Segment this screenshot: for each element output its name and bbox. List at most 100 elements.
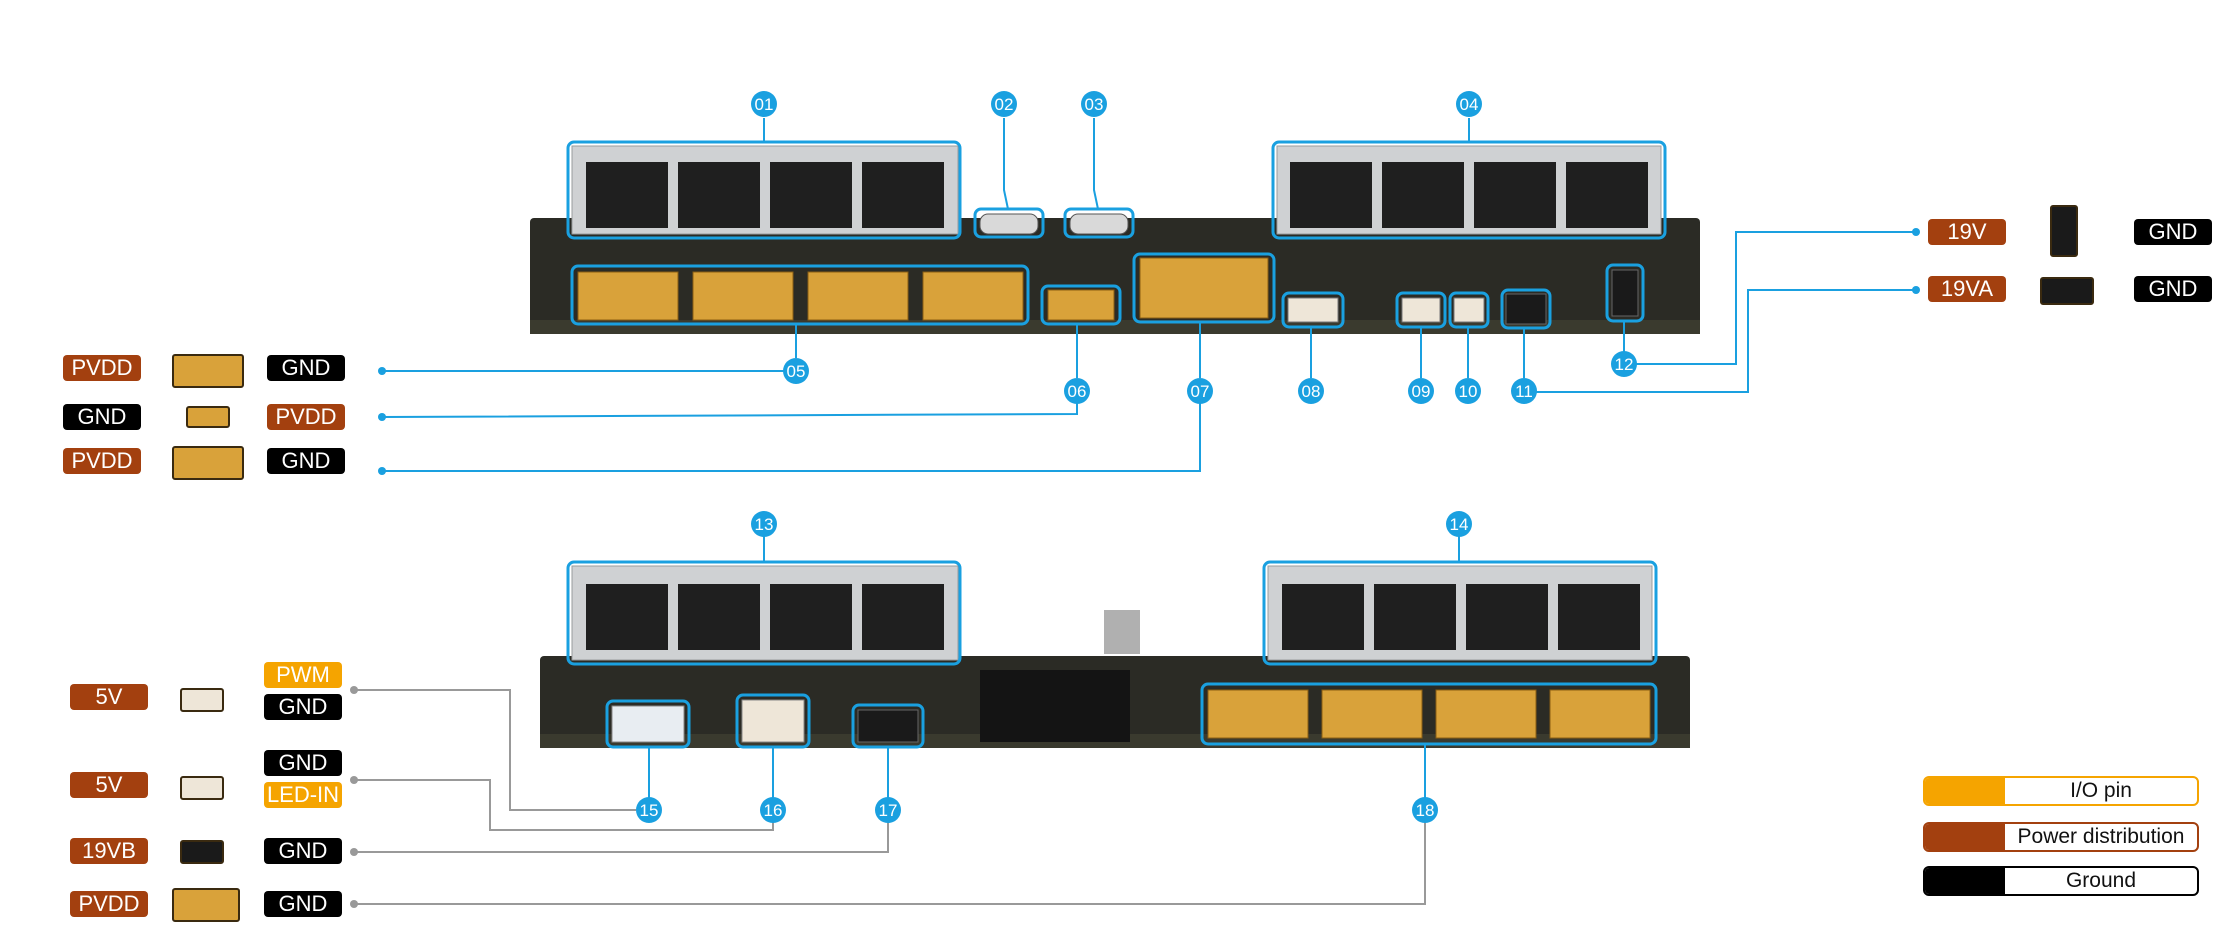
leader-18-row: [354, 822, 1426, 905]
pin-16-bottom: LED-IN: [264, 782, 342, 808]
leader-12-row: [1636, 231, 1916, 365]
conn-symbol-11: [2040, 277, 2094, 305]
pin-18-right: GND: [264, 891, 342, 917]
hl-07: [1132, 252, 1276, 324]
xt60-18-b: [1321, 689, 1423, 739]
callout-label: 09: [1412, 382, 1431, 401]
callout-circle: [991, 91, 1017, 117]
leader-03: [1093, 118, 1099, 210]
legend-power-text: Power distribution: [2017, 825, 2185, 848]
dot-06: [378, 413, 386, 421]
xt60-18-a: [1207, 689, 1309, 739]
callout-circle: [1455, 378, 1481, 404]
top-rj45-port-4: [862, 162, 944, 228]
callout-circle: [1298, 378, 1324, 404]
legend-io-swatch: [1925, 778, 2005, 804]
leader-06-row: [381, 402, 1078, 418]
callout-01: 01: [751, 91, 777, 117]
callout-circle: [636, 797, 662, 823]
pin-06-right: PVDD: [267, 404, 345, 430]
callout-12: 12: [1611, 351, 1637, 377]
callout-label: 01: [755, 95, 774, 114]
conn-symbol-12: [2050, 205, 2078, 257]
dot-05: [378, 367, 386, 375]
leader-15-row: [354, 689, 636, 811]
callout-label: 12: [1615, 355, 1634, 374]
conn-17: [857, 709, 919, 743]
dot-18: [350, 900, 358, 908]
callout-02: 02: [991, 91, 1017, 117]
bottom-rj45-port-4: [862, 584, 944, 650]
xt60-symbol-05: [172, 354, 244, 388]
jst-15: [611, 705, 685, 743]
pin-05-left: PVDD: [63, 355, 141, 381]
legend-power-swatch: [1925, 824, 2005, 850]
hl-03: [1063, 207, 1135, 239]
pin-06-left: GND: [63, 404, 141, 430]
hl-02: [973, 207, 1045, 239]
callout-circle: [783, 358, 809, 384]
leader-17-row: [354, 822, 889, 853]
dot-12: [1912, 228, 1920, 236]
leader-lines-blue: [381, 118, 1916, 798]
callout-label: 03: [1085, 95, 1104, 114]
xt30-symbol-06: [186, 406, 230, 428]
bottom-rj45-port-1: [586, 584, 668, 650]
callout-circle: [1511, 378, 1537, 404]
callout-10: 10: [1455, 378, 1481, 404]
pin-15-bottom: GND: [264, 694, 342, 720]
callout-18: 18: [1412, 797, 1438, 823]
bottom-rj45-port-2: [678, 584, 760, 650]
pin-18-left: PVDD: [70, 891, 148, 917]
callout-13: 13: [751, 511, 777, 537]
callout-circle: [751, 511, 777, 537]
top-rj45-port-6: [1382, 162, 1464, 228]
pin-12-left: 19V: [1928, 219, 2006, 245]
legend-ground-text: Ground: [2065, 869, 2137, 892]
dot-17: [350, 848, 358, 856]
legend-io-text: I/O pin: [2070, 779, 2132, 802]
heatsink-block: [980, 670, 1130, 742]
dot-16: [350, 776, 358, 784]
callout-label: 14: [1450, 515, 1469, 534]
legend-power: Power distribution: [1923, 822, 2199, 852]
pin-15-left: 5V: [70, 684, 148, 710]
callout-circle: [760, 797, 786, 823]
dot-11: [1912, 286, 1920, 294]
callout-circle: [1446, 511, 1472, 537]
callout-16: 16: [760, 797, 786, 823]
jst-09: [1401, 297, 1441, 323]
pin-07-left: PVDD: [63, 448, 141, 474]
callout-label: 17: [879, 801, 898, 820]
xt60-05-a: [577, 271, 679, 321]
callout-label: 18: [1416, 801, 1435, 820]
leader-lines-gray: [354, 689, 1426, 905]
callout-07: 07: [1187, 378, 1213, 404]
xt60-05-b: [692, 271, 794, 321]
xt30-06: [1047, 289, 1115, 321]
callout-11: 11: [1511, 378, 1537, 404]
dot-15: [350, 686, 358, 694]
top-rj45-port-3: [770, 162, 852, 228]
callout-label: 13: [755, 515, 774, 534]
callout-circle: [875, 797, 901, 823]
jst-symbol-15: [180, 688, 224, 712]
callout-17: 17: [875, 797, 901, 823]
jst-10: [1453, 297, 1485, 323]
xt60-symbol-07: [172, 446, 244, 480]
xt60-18-c: [1435, 689, 1537, 739]
hl-06: [1040, 284, 1122, 326]
legend-ground: Ground: [1923, 866, 2199, 896]
callout-label: 08: [1302, 382, 1321, 401]
leader-02: [1003, 118, 1009, 210]
pin-12-right: GND: [2134, 219, 2212, 245]
hl-11: [1500, 288, 1552, 330]
top-board: [530, 140, 1700, 334]
usb-c-port-1: [979, 213, 1039, 235]
bottom-rj45-port-8: [1558, 584, 1640, 650]
xt60-05-d: [922, 271, 1024, 321]
jst-08: [1287, 297, 1339, 323]
callout-label: 05: [787, 362, 806, 381]
xt60-05-c: [807, 271, 909, 321]
